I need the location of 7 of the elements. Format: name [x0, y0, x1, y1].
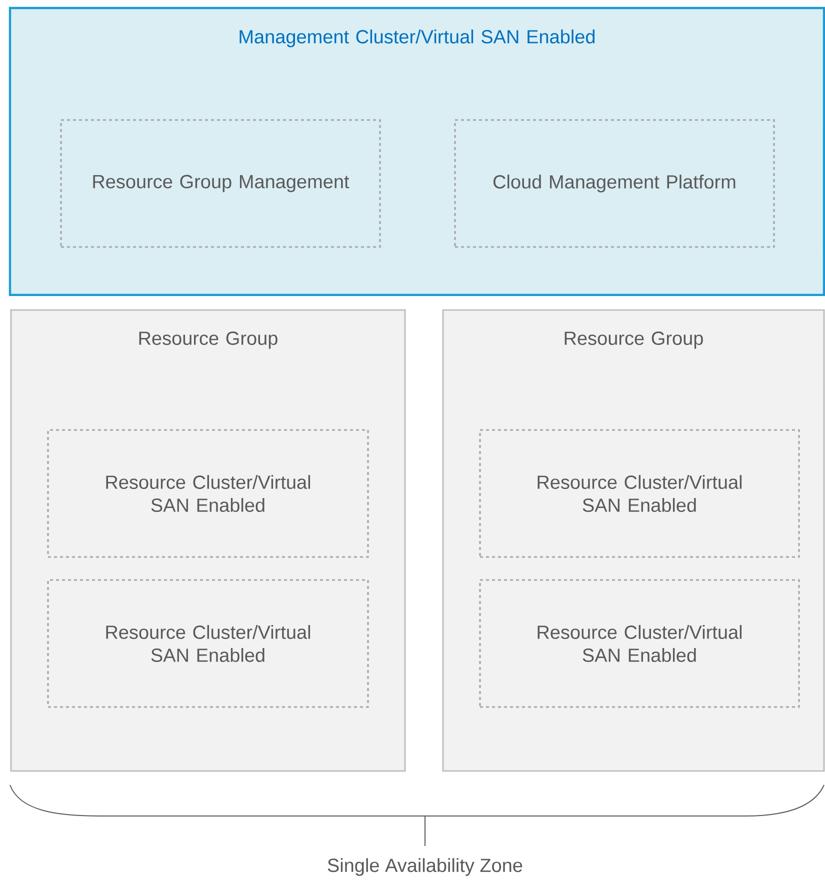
dashed-box: Resource Cluster/Virtual SAN Enabled	[47, 429, 369, 558]
dashed-box: Resource Cluster/Virtual SAN Enabled	[479, 579, 800, 708]
zone-label: Single Availability Zone	[328, 858, 522, 876]
dashed-box: Cloud Management Platform	[454, 119, 775, 248]
dashed-box: Resource Cluster/Virtual SAN Enabled	[47, 579, 369, 708]
dashed-box: Resource Cluster/Virtual SAN Enabled	[479, 429, 800, 558]
dashed-box: Resource Group Management	[60, 119, 381, 248]
